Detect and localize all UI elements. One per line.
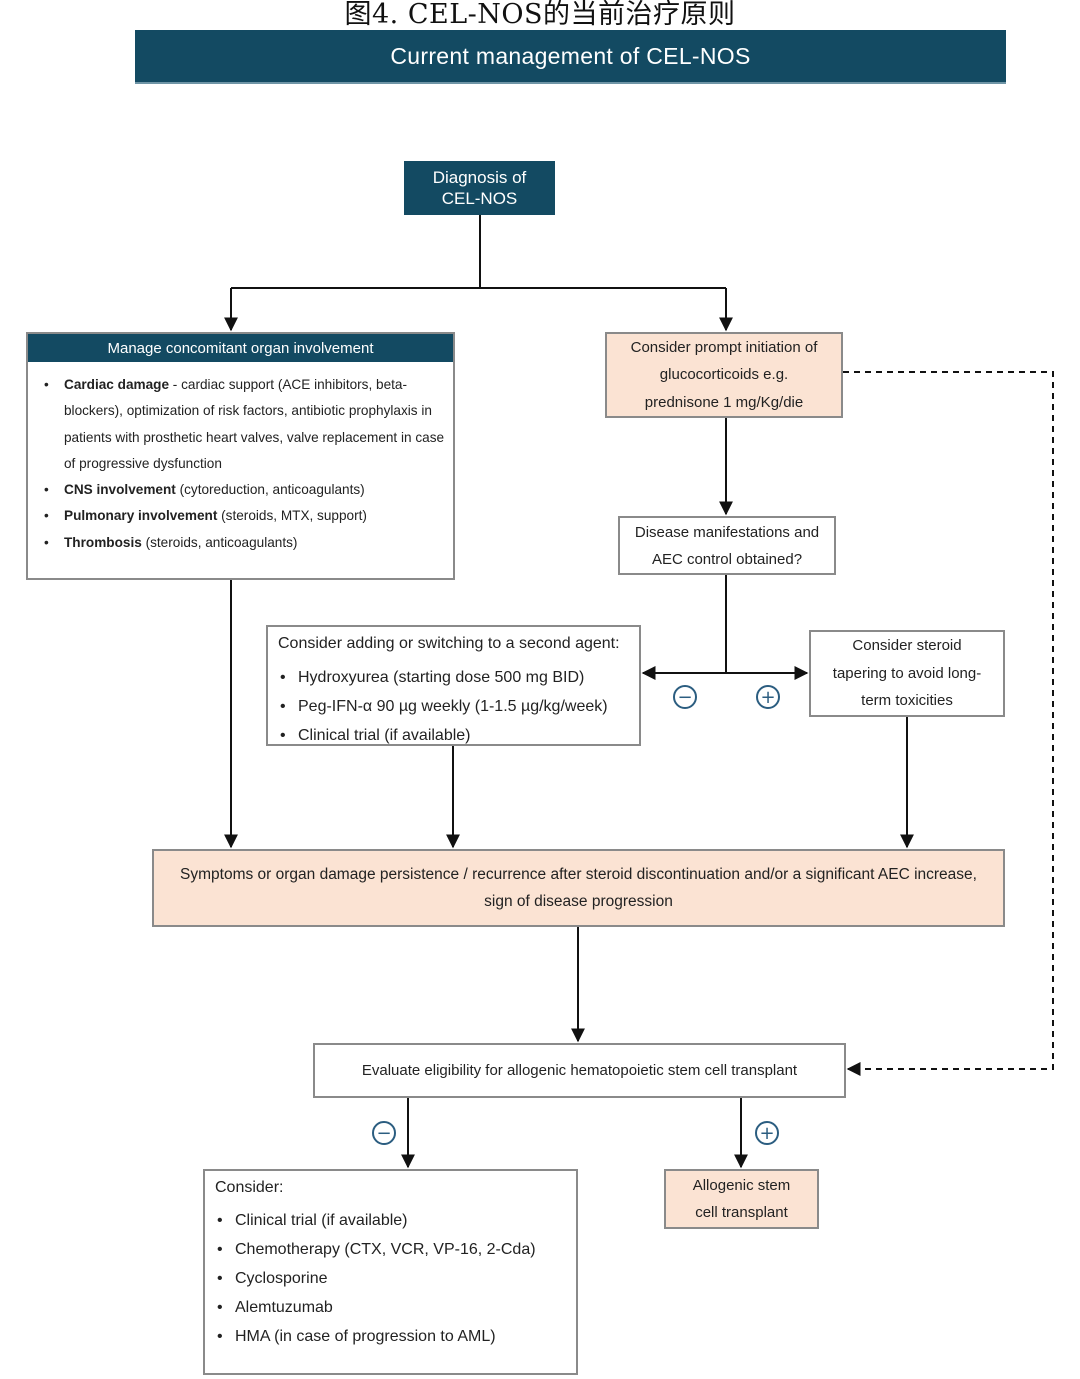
node-steroid-tapering: Consider steroid tapering to avoid long-… <box>809 630 1005 717</box>
organ-list: Cardiac damage - cardiac support (ACE in… <box>30 372 455 556</box>
node-corticoids: Consider prompt initiation of glucocorti… <box>605 332 843 418</box>
node-stem-cell-transplant: Allogenic stem cell transplant <box>664 1169 819 1229</box>
transplant-line: cell transplant <box>695 1204 788 1221</box>
organ-item: CNS involvement (cytoreduction, anticoag… <box>30 477 455 504</box>
second-agent-item: Hydroxyurea (starting dose 500 mg BID) <box>268 663 638 692</box>
positive-sign-eligibility: + <box>759 1123 774 1144</box>
tapering-line: tapering to avoid long- <box>832 664 982 682</box>
organ-item: Cardiac damage - cardiac support (ACE in… <box>30 372 455 477</box>
progression-line: sign of disease progression <box>484 893 673 910</box>
eligibility-label: Evaluate eligibility for allogenic hemat… <box>361 1062 798 1079</box>
organ-item: Pulmonary involvement (steroids, MTX, su… <box>30 503 455 530</box>
consider-title: Consider: <box>215 1179 284 1196</box>
consider-list: Clinical trial (if available) Chemothera… <box>205 1206 575 1351</box>
aec-line: Disease manifestations and <box>634 523 820 541</box>
second-agent-item: Peg-IFN-α 90 µg weekly (1-1.5 µg/kg/week… <box>268 692 638 721</box>
second-agent-item: Clinical trial (if available) <box>268 721 638 750</box>
transplant-line: Allogenic stem <box>692 1177 791 1194</box>
figure-caption: 图4. CEL-NOS的当前治疗原则 <box>344 0 736 30</box>
positive-sign-aec: + <box>760 687 775 708</box>
positive-marker-aec <box>756 685 780 709</box>
figure-title: Current management of CEL-NOS <box>135 30 1006 84</box>
second-agent-title: Consider adding or switching to a second… <box>278 635 620 652</box>
node-second-agent: Consider adding or switching to a second… <box>266 625 641 750</box>
consider-item: Clinical trial (if available) <box>205 1206 575 1235</box>
tapering-line: term toxicities <box>861 692 953 710</box>
dashed-connector-corticoids-to-eligibility <box>843 371 1054 1076</box>
corticoids-line: prednisone 1 mg/Kg/die <box>644 393 804 411</box>
corticoids-line: Consider prompt initiation of <box>630 338 818 356</box>
node-transplant-eligibility: Evaluate eligibility for allogenic hemat… <box>313 1043 846 1098</box>
organ-item: Thrombosis (steroids, anticoagulants) <box>30 530 455 557</box>
node-diagnosis: Diagnosis of CEL-NOS <box>404 161 555 215</box>
node-organ-involvement: Manage concomitant organ involvement Car… <box>26 332 455 580</box>
connector-diagnosis-split <box>231 215 726 289</box>
organ-header: Manage concomitant organ involvement <box>28 334 453 362</box>
node-consider-options: Consider: Clinical trial (if available) … <box>203 1169 578 1375</box>
negative-sign-aec: − <box>677 687 692 708</box>
node-diagnosis-label: Diagnosis of CEL-NOS <box>432 168 527 208</box>
aec-line: AEC control obtained? <box>651 550 803 568</box>
second-agent-list: Hydroxyurea (starting dose 500 mg BID) P… <box>268 663 638 750</box>
negative-marker-eligibility <box>372 1121 396 1145</box>
negative-marker-aec <box>673 685 697 709</box>
consider-item: HMA (in case of progression to AML) <box>205 1322 575 1351</box>
tapering-line: Consider steroid <box>852 637 962 655</box>
progression-line: Symptoms or organ damage persistence / r… <box>180 865 977 883</box>
node-aec-control: Disease manifestations and AEC control o… <box>618 516 836 575</box>
consider-item: Cyclosporine <box>205 1264 575 1293</box>
node-disease-progression: Symptoms or organ damage persistence / r… <box>152 849 1005 927</box>
positive-marker-eligibility <box>755 1121 779 1145</box>
consider-item: Alemtuzumab <box>205 1293 575 1322</box>
consider-item: Chemotherapy (CTX, VCR, VP-16, 2-Cda) <box>205 1235 575 1264</box>
corticoids-line: glucocorticoids e.g. <box>659 366 789 384</box>
negative-sign-eligibility: − <box>376 1123 391 1144</box>
